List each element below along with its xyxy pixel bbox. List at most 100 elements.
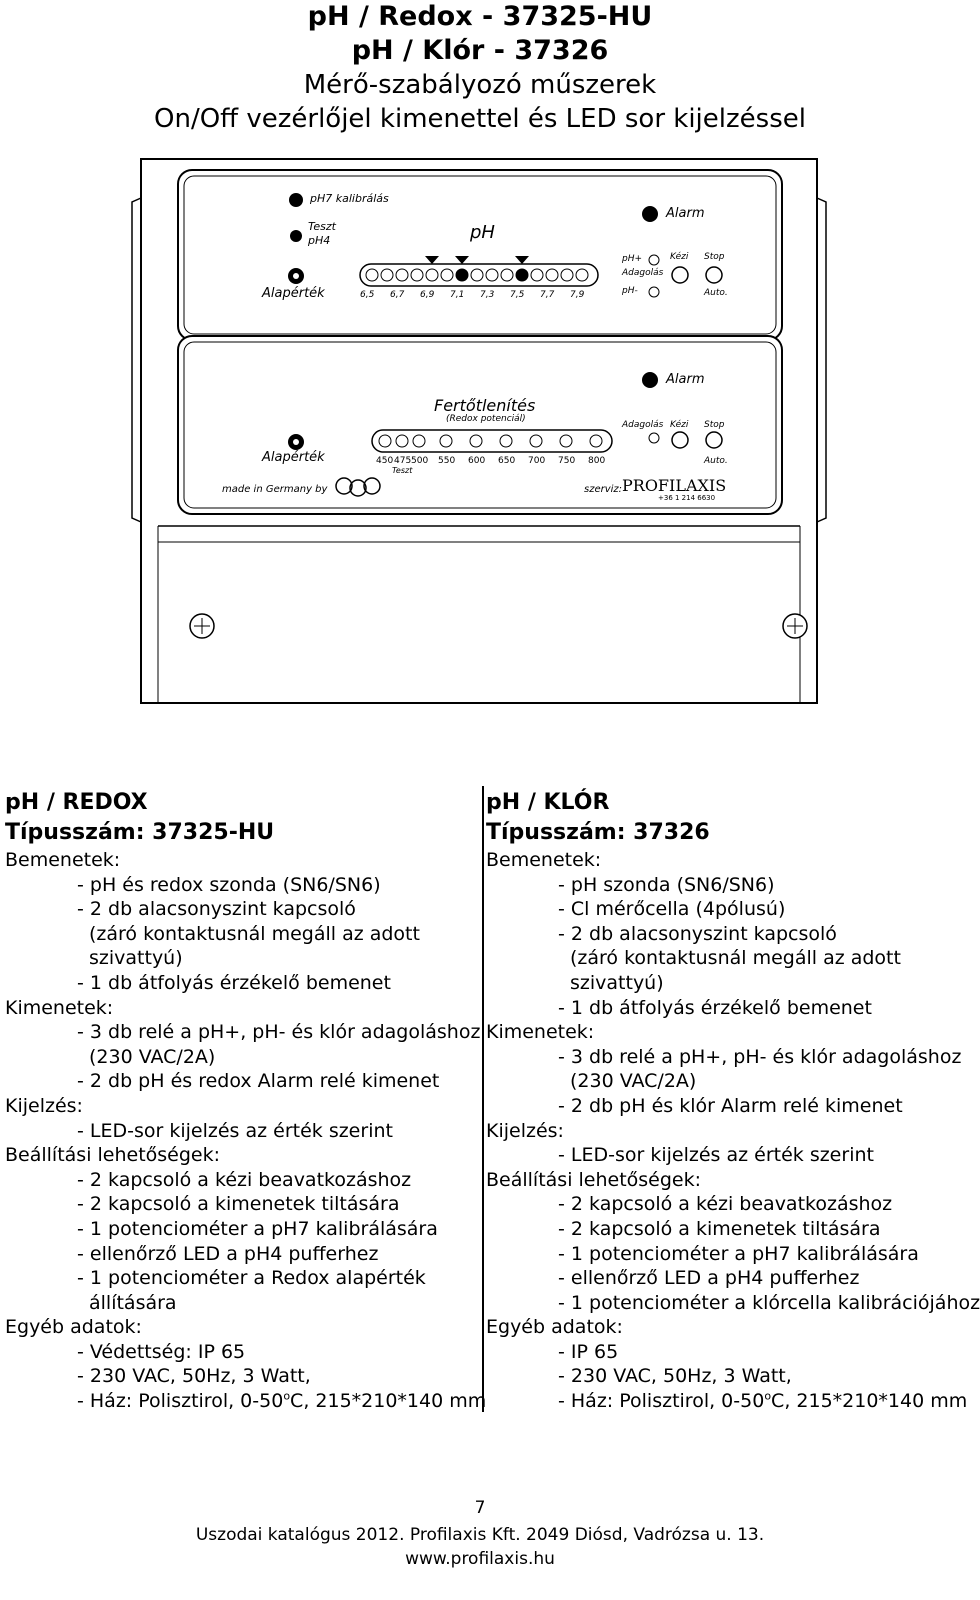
redox-scale-7: 750 xyxy=(558,456,576,466)
redox-scale-4: 600 xyxy=(468,456,486,466)
right-line-1: - pH szonda (SN6/SN6) xyxy=(558,873,775,896)
left-line-10: Kijelzés: xyxy=(5,1094,83,1117)
left-line-17: - 1 potenciométer a Redox alapérték xyxy=(77,1267,426,1290)
right-line-4: (záró kontaktusnál megáll az adott xyxy=(570,947,901,970)
right-line-9: (230 VAC/2A) xyxy=(570,1070,697,1093)
ph-scale-1: 6,7 xyxy=(390,290,405,300)
device-illustration: pH7 kalibrálás Teszt pH4 Alapérték pH Al… xyxy=(131,158,827,720)
redox-potential-label: (Redox potenciál) xyxy=(446,414,526,424)
left-line-11: - LED-sor kijelzés az érték szerint xyxy=(77,1119,393,1142)
right-line-16: - 1 potenciométer a pH7 kalibrálására xyxy=(558,1242,919,1265)
device-outline xyxy=(131,158,827,704)
left-line-15: - 1 potenciométer a pH7 kalibrálására xyxy=(77,1217,438,1240)
left-housing-dimensions: C, 215*210*140 mm xyxy=(290,1390,487,1413)
left-line-2: - 2 db alacsonyszint kapcsoló xyxy=(77,898,356,921)
left-line-4: szivattyú) xyxy=(89,947,183,970)
left-line-6: Kimenetek: xyxy=(5,996,114,1019)
doc-subtitle-line-1: Mérő-szabályozó műszerek xyxy=(303,70,657,100)
left-line-20: - Védettség: IP 65 xyxy=(77,1340,246,1363)
spec-column-ph-chlorine: pH / KLÓR Típusszám: 37326 Bemenetek: - … xyxy=(486,788,980,1414)
service-label: szerviz: xyxy=(584,484,623,495)
doc-title-line-2: pH / Klór - 37326 xyxy=(351,35,609,66)
redox-scale-2: 500 xyxy=(411,456,429,466)
left-line-12: Beállítási lehetőségek: xyxy=(5,1144,221,1167)
right-degree-o: o xyxy=(764,1389,772,1403)
dosing-label-top: Adagolás xyxy=(622,268,664,278)
left-line-7: - 3 db relé a pH+, pH- és klór adagolásh… xyxy=(77,1021,481,1044)
right-line-15: - 2 kapcsoló a kimenetek tiltására xyxy=(558,1217,881,1240)
right-housing-text: - Ház: Polisztirol, 0-50 xyxy=(558,1390,765,1413)
left-degree-o: o xyxy=(283,1389,291,1403)
right-product-title: pH / KLÓR xyxy=(486,790,610,815)
test-label-bottom: Teszt xyxy=(392,466,413,475)
left-housing-text: - Ház: Polisztirol, 0-50 xyxy=(77,1390,284,1413)
left-line-18: állítására xyxy=(89,1291,177,1314)
right-line-18: - 1 potenciométer a klórcella kalibráció… xyxy=(558,1291,980,1314)
right-type-number: Típusszám: 37326 xyxy=(486,820,710,845)
right-line-12: - LED-sor kijelzés az érték szerint xyxy=(558,1144,874,1167)
manual-label-bottom: Kézi xyxy=(670,420,689,430)
left-line-9: - 2 db pH és redox Alarm relé kimenet xyxy=(77,1070,440,1093)
doc-subtitle-line-2: On/Off vezérlőjel kimenettel és LED sor … xyxy=(154,104,806,134)
ph-scale-2: 6,9 xyxy=(420,290,435,300)
footer-website: www.profilaxis.hu xyxy=(405,1549,555,1569)
ph-scale-3: 7,1 xyxy=(450,290,465,300)
left-line-5: - 1 db átfolyás érzékelő bemenet xyxy=(77,971,391,994)
left-line-21: - 230 VAC, 50Hz, 3 Watt, xyxy=(77,1365,311,1388)
right-line-6: - 1 db átfolyás érzékelő bemenet xyxy=(558,996,872,1019)
footer-address: Uszodai katalógus 2012. Profilaxis Kft. … xyxy=(195,1525,765,1545)
ph-scale-7: 7,9 xyxy=(570,290,585,300)
auto-label-top: Auto. xyxy=(704,288,728,298)
right-line-17: - ellenőrző LED a pH4 pufferhez xyxy=(558,1267,860,1290)
left-line-22: - Ház: Polisztirol, 0-50oC, 215*210*140 … xyxy=(5,1389,486,1414)
auto-label-bottom: Auto. xyxy=(704,456,728,466)
redox-scale-3: 550 xyxy=(438,456,456,466)
left-line-19: Egyéb adatok: xyxy=(5,1316,142,1339)
ph-scale-5: 7,5 xyxy=(510,290,525,300)
test-label: Teszt xyxy=(308,220,336,233)
ph-scale-4: 7,3 xyxy=(480,290,495,300)
right-line-22: - Ház: Polisztirol, 0-50oC, 215*210*140 … xyxy=(486,1389,967,1414)
right-line-8: - 3 db relé a pH+, pH- és klór adagolásh… xyxy=(558,1045,962,1068)
ph-scale-6: 7,7 xyxy=(540,290,555,300)
redox-scale-6: 700 xyxy=(528,456,546,466)
ph7-calibration-label: pH7 kalibrálás xyxy=(310,192,389,205)
right-line-11: Kijelzés: xyxy=(486,1119,564,1142)
left-line-13: - 2 kapcsoló a kézi beavatkozáshoz xyxy=(77,1168,412,1191)
service-phone: +36 1 214 6630 xyxy=(658,494,716,502)
left-product-title: pH / REDOX xyxy=(5,790,148,815)
right-line-20: - IP 65 xyxy=(558,1340,619,1363)
ph-scale-0: 6,5 xyxy=(360,290,375,300)
right-line-14: - 2 kapcsoló a kézi beavatkozáshoz xyxy=(558,1193,893,1216)
right-line-7: Kimenetek: xyxy=(486,1021,595,1044)
left-line-0: Bemenetek: xyxy=(5,849,121,871)
left-line-8: (230 VAC/2A) xyxy=(89,1045,216,1068)
ph4-label: pH4 xyxy=(308,234,331,247)
dosing-label-bottom: Adagolás xyxy=(622,420,664,430)
right-line-3: - 2 db alacsonyszint kapcsoló xyxy=(558,922,837,945)
redox-scale-8: 800 xyxy=(588,456,606,466)
setpoint-label-top: Alapérték xyxy=(262,286,325,301)
ph-panel-title: pH xyxy=(470,222,495,243)
column-divider xyxy=(482,786,484,1412)
left-line-3: (záró kontaktusnál megáll az adott xyxy=(89,922,420,945)
made-in-label: made in Germany by xyxy=(222,484,328,495)
left-line-16: - ellenőrző LED a pH4 pufferhez xyxy=(77,1242,379,1265)
spec-column-ph-redox: pH / REDOX Típusszám: 37325-HU Bemenetek… xyxy=(5,788,486,1414)
left-type-number: Típusszám: 37325-HU xyxy=(5,820,275,845)
left-line-14: - 2 kapcsoló a kimenetek tiltására xyxy=(77,1193,400,1216)
right-line-21: - 230 VAC, 50Hz, 3 Watt, xyxy=(558,1365,792,1388)
redox-scale-0: 450 xyxy=(376,456,394,466)
right-line-2: - Cl mérőcella (4pólusú) xyxy=(558,898,786,921)
redox-scale-1: 475 xyxy=(394,456,412,466)
right-line-10: - 2 db pH és klór Alarm relé kimenet xyxy=(558,1094,903,1117)
doc-title-line-1: pH / Redox - 37325-HU xyxy=(307,1,653,32)
brand-logo: PROFILAXIS xyxy=(622,476,727,495)
alarm-label-top: Alarm xyxy=(666,206,705,221)
disinfection-title: Fertőtlenítés xyxy=(434,396,536,415)
page-number: 7 xyxy=(474,1498,486,1518)
ph-plus-label: pH+ xyxy=(622,254,643,264)
stop-label-top: Stop xyxy=(704,252,725,262)
right-line-5: szivattyú) xyxy=(570,971,664,994)
setpoint-label-bottom: Alapérték xyxy=(262,450,325,465)
